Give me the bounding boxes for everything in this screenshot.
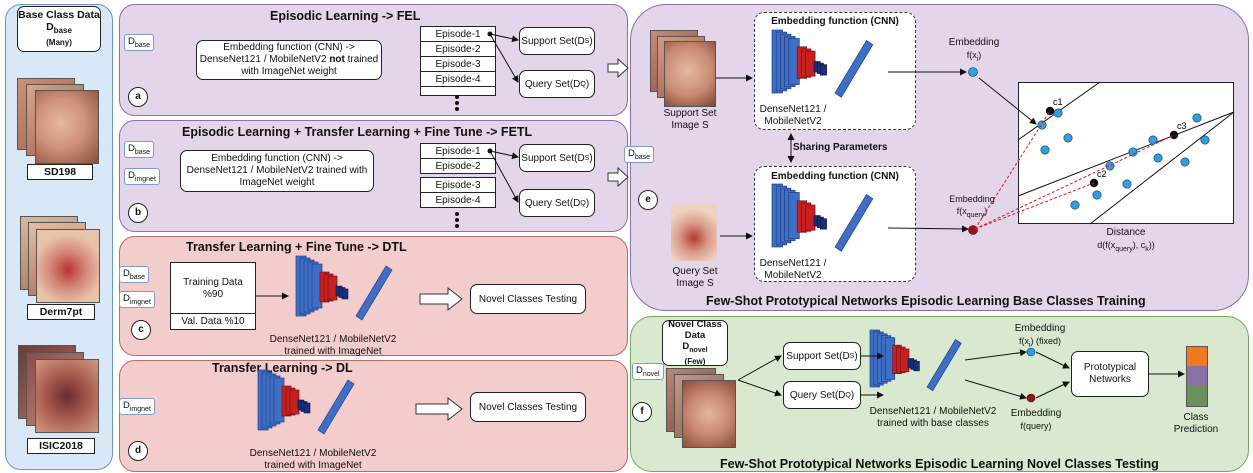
base-class-note: (Many) (46, 38, 72, 48)
ellipsis-dots-b (452, 210, 462, 230)
embed-line-1: Embedding function (CNN) -> (223, 42, 355, 53)
episode-item: Episode-1 (420, 26, 496, 42)
isic2018-image-front (35, 359, 99, 433)
episode-list-fetl: Episode-1 Episode-2 Episode-3 Episode-4 (420, 143, 496, 208)
episode-item: Episode-3 (420, 56, 496, 72)
panel-label-f: f (632, 402, 652, 422)
cnn-caption-bottom: DenseNet121 /MobileNetV2 (759, 258, 827, 281)
panel-dl-title: Transfer Learning -> DL (212, 361, 353, 375)
embedding-title-bottom: Embedding function (CNN) (771, 171, 899, 182)
tag-dbase-a: Dbase (124, 34, 155, 51)
base-class-symbol: Dbase (46, 20, 72, 36)
embedding-fixed-label: Embedding f(xi) (fixed) (1014, 323, 1066, 349)
sharing-parameters-label: Sharing Parameters (793, 142, 888, 153)
embedding-label-query: Embedding f(xquery) (949, 194, 995, 219)
class-prediction-bar-purple (1186, 366, 1208, 387)
ellipsis-dots-a (452, 93, 462, 113)
panel-label-c: c (131, 320, 151, 340)
tag-dimgnet-c: Dimgnet (119, 291, 155, 308)
embed-line-2: DenseNet121 / MobileNetV2 trained with (186, 165, 368, 176)
embedding-box-fetl: Embedding function (CNN) -> DenseNet121 … (180, 150, 374, 192)
cnn-caption-top: DenseNet121 /MobileNetV2 (759, 104, 827, 127)
embedding-space-box (1018, 82, 1234, 224)
panel-novel-testing-title: Few-Shot Prototypical Networks Episodic … (720, 457, 1159, 471)
episode-item: Episode-2 (420, 158, 496, 174)
dataset-label-derm7pt: Derm7pt (27, 304, 95, 320)
panel-label-b: b (128, 203, 148, 223)
novel-testing-d: Novel Classes Testing (470, 392, 586, 422)
derm7pt-image-front (36, 229, 100, 303)
embedding-label-top: Embedding f(xi) (948, 37, 1000, 63)
episode-item: Episode-4 (420, 71, 496, 87)
episode-item: Episode-3 (420, 177, 496, 193)
novel-class-symbol: Dnovel (682, 341, 708, 354)
tag-dbase-b: Dbase (124, 141, 155, 158)
novel-testing-c: Novel Classes Testing (470, 284, 586, 314)
episode-item: Episode-2 (420, 41, 496, 57)
episode-item: Episode-1 (420, 143, 496, 159)
episode-item: Episode-4 (420, 192, 496, 208)
dataset-label-sd198: SD198 (27, 164, 93, 180)
embed-line-3: with ImageNet weight (241, 66, 337, 77)
panel-label-a: a (128, 87, 148, 107)
panel-label-d: d (128, 441, 148, 461)
embed-line-3: ImageNet weight (239, 177, 315, 188)
embedding-title-top: Embedding function (CNN) (771, 16, 899, 27)
base-class-data-box: Base Class Data Dbase (Many) (17, 6, 101, 52)
dataset-label-isic2018: ISIC2018 (27, 438, 95, 454)
tag-dnovel-f: Dnovel (632, 363, 664, 380)
val-data-box: Val. Data %10 (170, 313, 256, 330)
embedding-box-fel: Embedding function (CNN) -> DenseNet121 … (196, 40, 382, 80)
tag-dimgnet-d: Dimgnet (119, 398, 155, 415)
panel-fel-title: Episodic Learning -> FEL (270, 9, 421, 23)
embed-line-1: Embedding function (CNN) -> (211, 153, 343, 164)
panel-dtl-title: Transfer Learning + Fine Tune -> DTL (186, 240, 407, 254)
distance-label: Distance d(f(xquery), ck)) (1097, 227, 1155, 253)
support-image-front (664, 41, 716, 107)
class-prediction-bar-orange (1186, 346, 1208, 368)
base-class-title: Base Class Data (18, 8, 100, 21)
novel-class-data-box: Novel Class Data Dnovel (Few) (662, 319, 728, 366)
class-prediction-bar-green (1186, 386, 1208, 407)
sd198-image-front (35, 90, 99, 164)
tag-dbase-c: Dbase (119, 266, 150, 283)
novel-class-title: Novel Class Data (668, 319, 722, 342)
panel-base-training-title: Few-Shot Prototypical Networks Episodic … (706, 294, 1146, 308)
tag-dimgnet-b: Dimgnet (124, 168, 160, 185)
embed-line-2: DenseNet121 / MobileNetV2 not trained (199, 54, 379, 65)
tag-dbase-e: Dbase (624, 146, 655, 163)
training-data-pct: %90 (202, 289, 223, 300)
training-data-label: Training Data (183, 277, 243, 288)
panel-fetl-title: Episodic Learning + Transfer Learning + … (182, 125, 533, 139)
query-image (671, 203, 717, 261)
panel-label-e: e (638, 190, 658, 210)
embedding-query-label: Embedding f(query) (1010, 408, 1062, 431)
episode-list-fel: Episode-1 Episode-2 Episode-3 Episode-4 (420, 26, 496, 96)
novel-image-front (682, 380, 736, 448)
novel-class-note: (Few) (684, 356, 706, 366)
